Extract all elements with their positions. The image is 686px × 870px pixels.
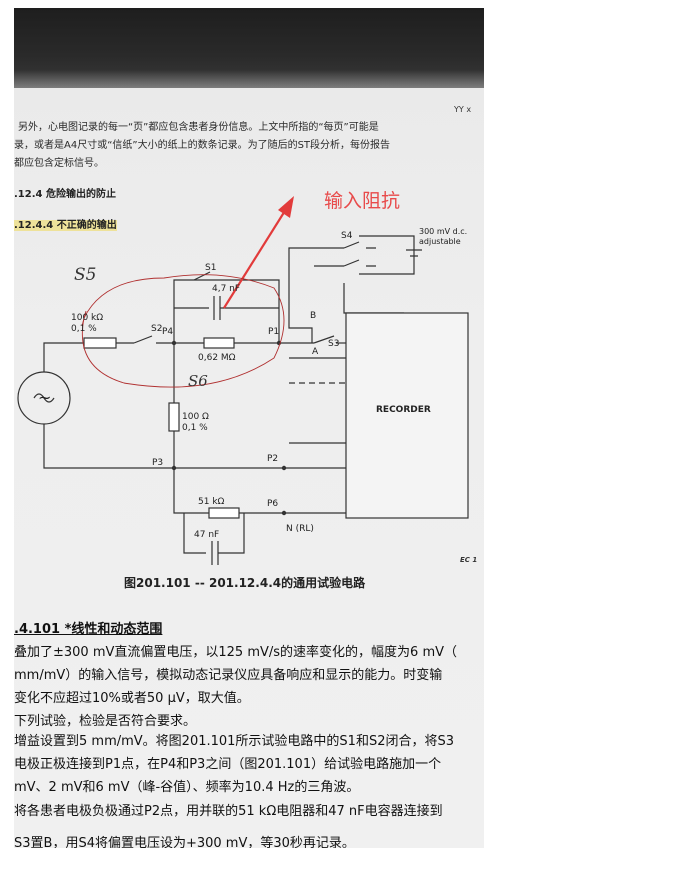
- document-photo: YY x 另外，心电图记录的每一“页”都应包含患者身份信息。上文中所指的“每页”…: [14, 8, 484, 848]
- resistor-100k: [83, 337, 117, 349]
- section2-title: .4.101 *线性和动态范围: [14, 622, 163, 637]
- body-line-3: 变化不应超过10%或者50 μV，取大值。: [14, 691, 250, 706]
- label-47nf: 47 nF: [194, 530, 219, 540]
- label-100k-tol: 0,1 %: [71, 324, 97, 334]
- label-bias-adjustable: adjustable: [419, 237, 461, 246]
- label-100ohm-tol: 0,1 %: [182, 423, 208, 433]
- label-s4: S4: [341, 231, 353, 241]
- iec-mark: EC 1: [460, 556, 478, 564]
- corner-label: YY x: [454, 105, 472, 114]
- annotation-arrow-line: [223, 205, 289, 309]
- keyboard-edge: [14, 8, 484, 88]
- body-line-7: mV、2 mV和6 mV（峰-谷值）、频率为10.4 Hz的三角波。: [14, 780, 360, 795]
- body-line-1: 叠加了±300 mV直流偏置电压，以125 mV/s的速率变化的，幅度为6 mV…: [14, 645, 458, 660]
- recorder-box: [345, 312, 469, 519]
- intro-line-2: 录，或者是A4尺寸或“信纸”大小的纸上的数条记录。为了随后的ST段分析，每份报告: [14, 140, 391, 151]
- label-p1: P1: [268, 327, 279, 337]
- label-n-rl: N (RL): [286, 524, 314, 534]
- label-s2: S2: [151, 324, 162, 334]
- handwritten-s5: S5: [74, 265, 96, 285]
- body-line-2: mm/mV）的输入信号，模拟动态记录仪应具备响应和显示的能力。时变输: [14, 668, 443, 683]
- body-line-10: S3置B，用S4将偏置电压设为+300 mV，等30秒再记录。: [14, 836, 355, 848]
- label-bias-voltage: 300 mV d.c.: [419, 227, 467, 236]
- body-line-4: 下列试验，检验是否符合要求。: [14, 714, 197, 729]
- label-s3: S3: [328, 339, 339, 349]
- body-line-6: 电极正极连接到P1点，在P4和P3之间（图201.101）给试验电路施加一个: [14, 757, 442, 772]
- label-p6: P6: [267, 499, 278, 509]
- figure-caption: 图201.101 -- 201.12.4.4的通用试验电路: [124, 576, 366, 590]
- annotation-input-impedance: 输入阻抗: [324, 190, 401, 212]
- label-recorder: RECORDER: [376, 405, 431, 415]
- label-p2: P2: [267, 454, 278, 464]
- annotation-arrowhead: [278, 196, 294, 218]
- label-062m: 0,62 MΩ: [198, 353, 236, 363]
- handwritten-s6: S6: [188, 372, 208, 390]
- subsection-title-text: .12.4.4 不正确的输出: [14, 220, 117, 231]
- subsection-title: .12.4.4 不正确的输出: [14, 216, 117, 231]
- resistor-51k: [208, 507, 240, 519]
- body-line-5: 增益设置到5 mm/mV。将图201.101所示试验电路中的S1和S2闭合，将S…: [14, 734, 454, 749]
- label-b: B: [310, 311, 316, 321]
- label-p4: P4: [162, 327, 173, 337]
- test-circuit-diagram: S2 S1 4,7 nF 0,62 MΩ P4 P1 100 kΩ 0,1 % …: [17, 196, 469, 565]
- body-line-8: 将各患者电极负极通过P2点，用并联的51 kΩ电阻器和47 nF电容器连接到: [14, 804, 443, 819]
- label-100ohm: 100 Ω: [182, 412, 209, 422]
- resistor-062m: [203, 337, 235, 349]
- label-p3: P3: [152, 458, 163, 468]
- label-a: A: [312, 347, 319, 357]
- intro-line-1: 另外，心电图记录的每一“页”都应包含患者身份信息。上文中所指的“每页”可能是: [18, 122, 379, 133]
- section-title: .12.4 危险输出的防止: [14, 189, 116, 200]
- label-cap-4-7nf: 4,7 nF: [212, 284, 240, 294]
- label-100k: 100 kΩ: [71, 313, 103, 323]
- label-51k: 51 kΩ: [198, 497, 225, 507]
- resistor-100: [168, 402, 180, 432]
- intro-line-3: 都应包含定标信号。: [14, 158, 104, 169]
- label-source: ~: [38, 388, 51, 407]
- label-s1: S1: [205, 263, 216, 273]
